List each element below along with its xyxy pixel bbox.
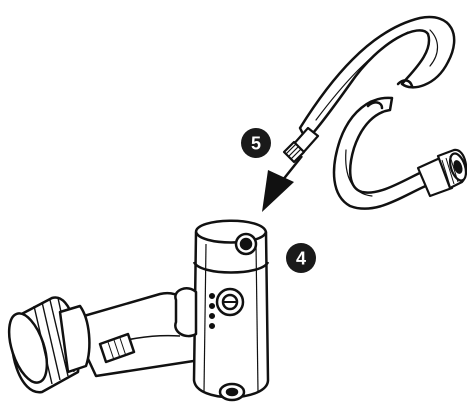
step-number-5: 5 (251, 134, 261, 154)
hose-connector-icon (416, 148, 467, 198)
hose-fitting-icon (282, 126, 320, 164)
hose-icon (298, 15, 456, 210)
regulator-body-icon (68, 219, 270, 402)
step-badge-4: 4 (286, 243, 316, 273)
step-number-4: 4 (296, 249, 306, 269)
direction-arrow-icon (262, 155, 303, 212)
yoke-knob-icon (7, 296, 91, 394)
step-badge-5: 5 (241, 128, 271, 158)
